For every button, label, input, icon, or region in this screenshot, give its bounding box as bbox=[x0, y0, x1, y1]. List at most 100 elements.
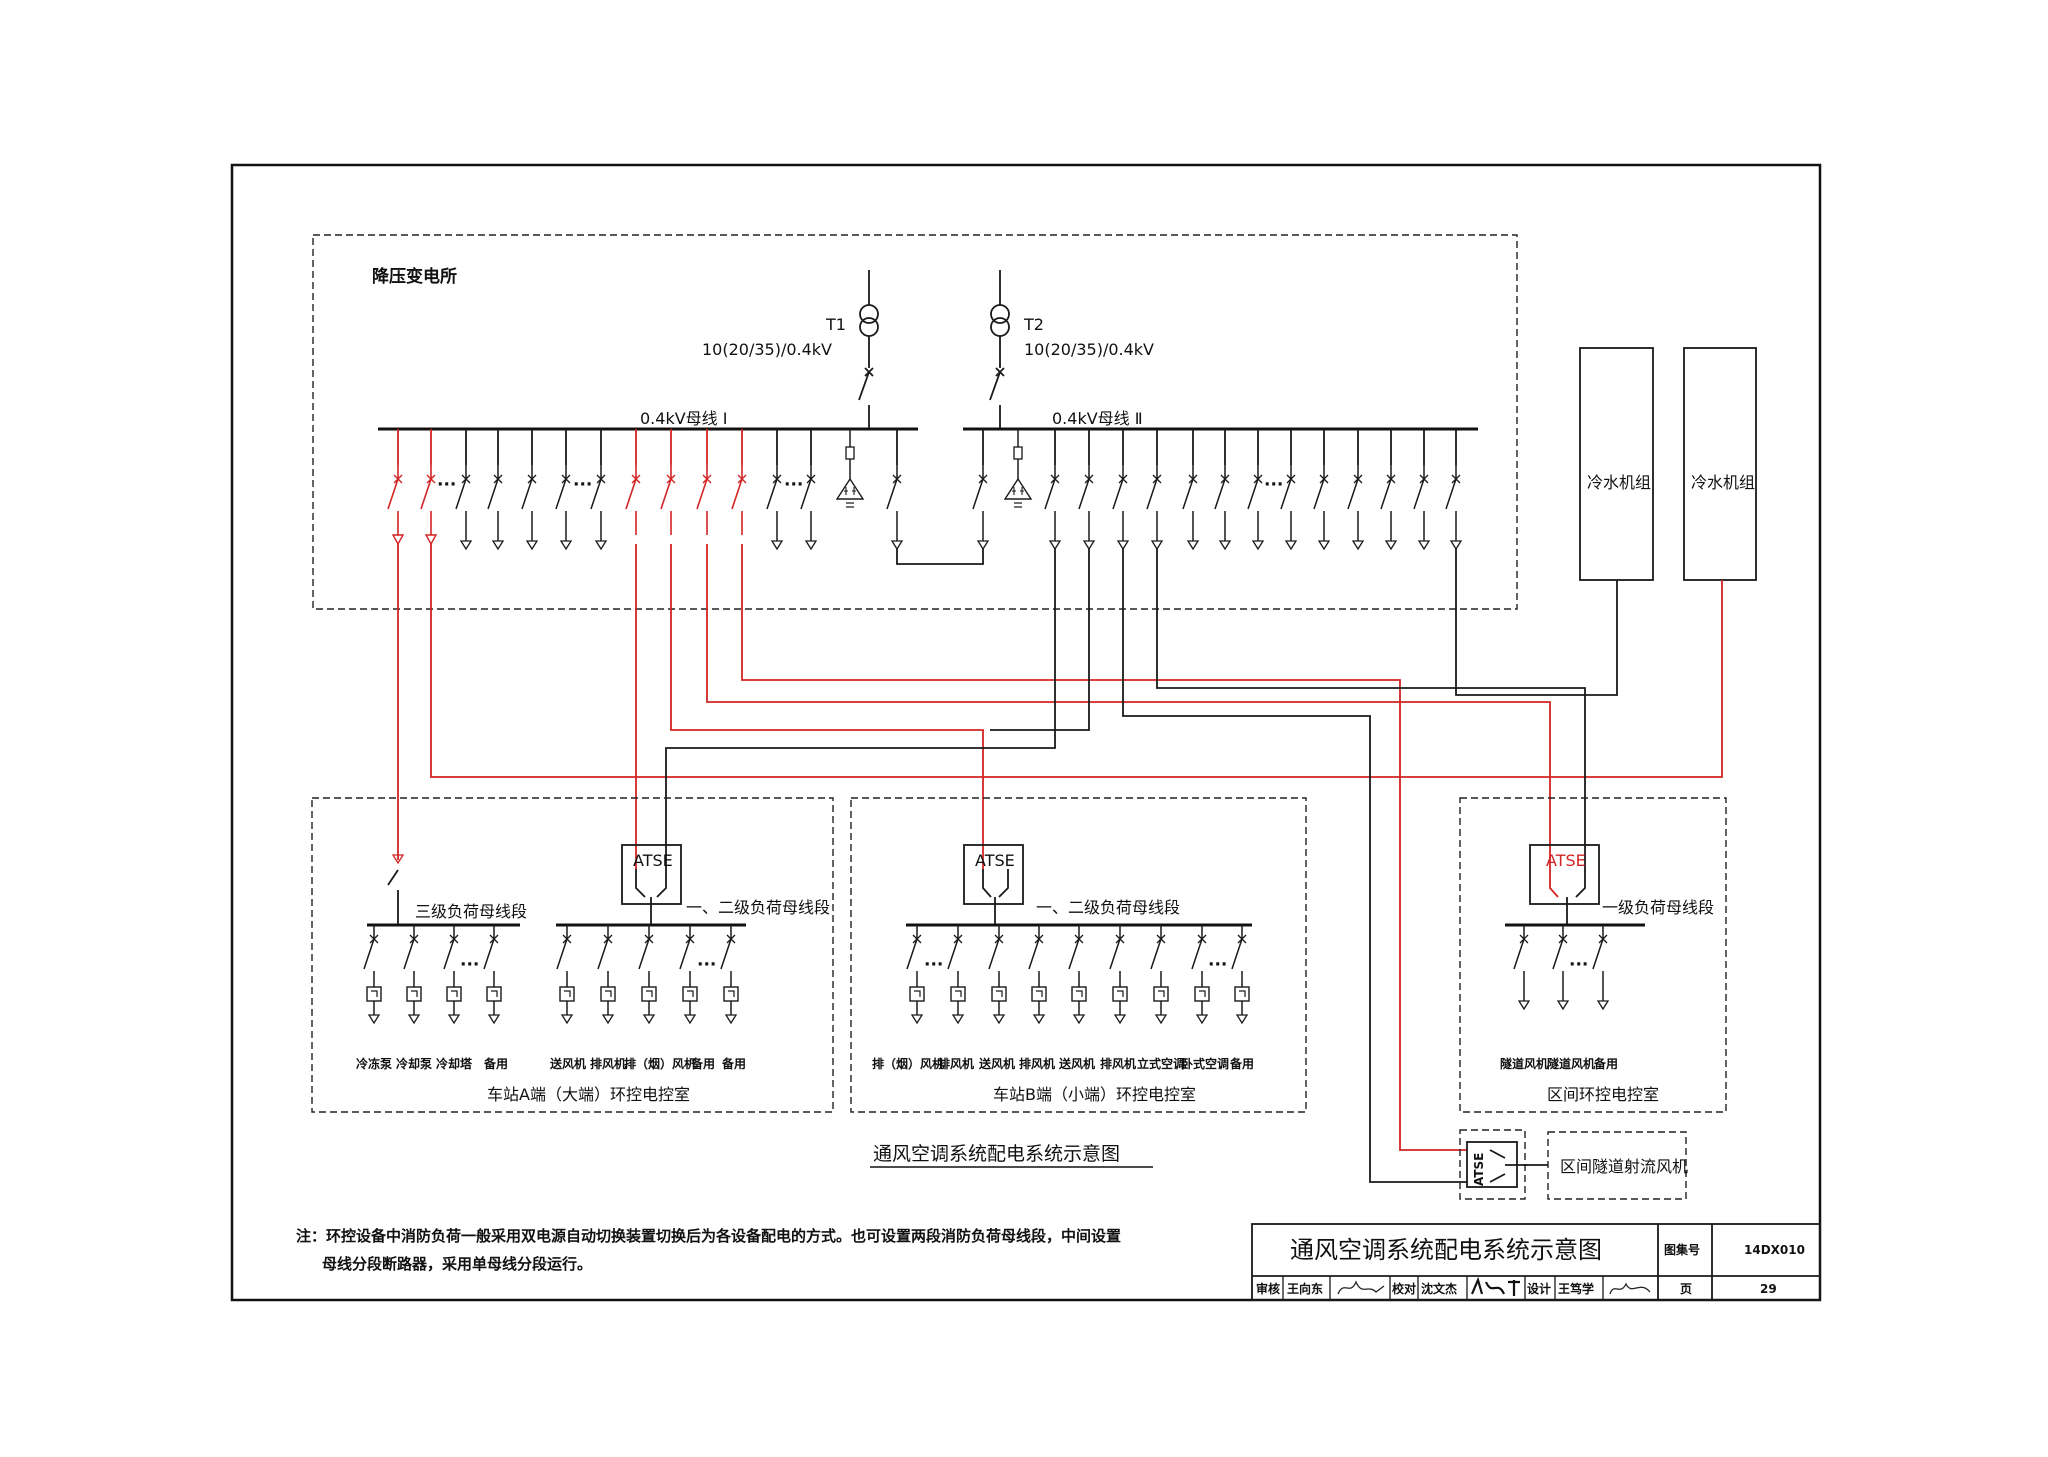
design-label: 设计 bbox=[1527, 1281, 1551, 1296]
ellipsis: ··· bbox=[437, 475, 456, 495]
feed-c-atse bbox=[706, 544, 1551, 869]
feed-b-atse bbox=[670, 544, 984, 869]
jetfan-atse-label: ATSE bbox=[1472, 1153, 1486, 1186]
t2-name: T2 bbox=[1023, 315, 1044, 334]
chiller-unit-2 bbox=[1683, 347, 1757, 581]
room-a-title: 车站A端（大端）环控电控室 bbox=[487, 1085, 690, 1104]
room-b-level12-label: 一、二级负荷母线段 bbox=[1036, 898, 1180, 917]
room-c-atse-label: ATSE bbox=[1546, 851, 1586, 870]
room-a-level12-label: 一、二级负荷母线段 bbox=[686, 898, 830, 917]
room-b-load: 排风机 bbox=[1100, 1056, 1136, 1071]
reviewer-name: 王向东 bbox=[1287, 1281, 1323, 1296]
feed-red-2 bbox=[430, 544, 1723, 778]
title-block: 通风空调系统配电系统示意图 图集号 14DX010 审核 王向东 校对 沈文杰 … bbox=[1251, 1223, 1821, 1301]
room-c: 区间环控电控室 ATSE 一级负荷母线段 ··· 隧道风机 隧道风机 备用 bbox=[1459, 797, 1727, 1113]
substation-boundary bbox=[312, 234, 1518, 610]
ellipsis: ··· bbox=[1208, 955, 1227, 975]
substation-title: 降压变电所 bbox=[372, 266, 457, 287]
feeders-bus-1: ··· ··· ··· bbox=[387, 428, 903, 550]
room-b-load: 送风机 bbox=[1058, 1056, 1095, 1071]
room-b: 车站B端（小端）环控电控室 ATSE 一、二级负荷母线段 ··· ··· 排（烟… bbox=[850, 797, 1307, 1113]
bus-coupler bbox=[896, 549, 984, 565]
title-block-title: 通风空调系统配电系统示意图 bbox=[1290, 1236, 1602, 1264]
t1-name: T1 bbox=[825, 315, 846, 334]
room-a-load: 备用 bbox=[483, 1056, 508, 1071]
room-a-load: 备用 bbox=[690, 1056, 715, 1071]
room-b-boundary bbox=[850, 797, 1307, 1113]
room-a-load: 冷却泵 bbox=[396, 1056, 432, 1071]
feed-jetfan bbox=[741, 544, 1467, 1151]
interconnect-red bbox=[397, 544, 1723, 1151]
room-a-atse-label: ATSE bbox=[633, 851, 673, 870]
room-a-atse: ATSE bbox=[621, 844, 682, 925]
jetfan-group: ATSE 区间隧道射流风机 bbox=[1459, 1129, 1688, 1200]
room-c-load: 备用 bbox=[1593, 1056, 1618, 1071]
chiller-unit-1 bbox=[1579, 347, 1654, 581]
room-b-load: 备用 bbox=[1229, 1056, 1254, 1071]
room-b-title: 车站B端（小端）环控电控室 bbox=[993, 1085, 1196, 1104]
room-a-load: 冷冻泵 bbox=[356, 1056, 392, 1071]
note-line-2: 母线分段断路器，采用单母线分段运行。 bbox=[322, 1255, 592, 1273]
reviewer-signature bbox=[1337, 1280, 1385, 1295]
interconnect-black bbox=[665, 549, 1618, 1183]
diagram-caption: 通风空调系统配电系统示意图 bbox=[873, 1143, 1120, 1165]
sheet-border bbox=[230, 163, 1822, 1302]
room-a: 车站A端（大端）环控电控室 三级负荷母线段 ··· ATSE 一、二级负荷母线段… bbox=[311, 797, 834, 1113]
ellipsis: ··· bbox=[697, 955, 716, 975]
room-c-atse: ATSE bbox=[1529, 844, 1600, 925]
room-b-load: 立式空调 bbox=[1137, 1056, 1185, 1071]
room-b-load: 卧式空调 bbox=[1181, 1056, 1229, 1071]
designer-name: 王笃学 bbox=[1558, 1281, 1594, 1296]
ellipsis: ··· bbox=[1569, 955, 1588, 975]
ellipsis: ··· bbox=[573, 475, 592, 495]
room-a-boundary bbox=[311, 797, 834, 1113]
room-b-load: 排风机 bbox=[1019, 1056, 1055, 1071]
page-label: 页 bbox=[1680, 1282, 1692, 1296]
substation: 降压变电所 T1 10(20/35)/0.4kV T2 10(20/35)/0.… bbox=[312, 234, 1518, 610]
feed-a-atse-b bbox=[665, 549, 1056, 869]
chiller-unit-1-label: 冷水机组 bbox=[1587, 473, 1651, 492]
room-a-load: 排风机 bbox=[590, 1056, 626, 1071]
room-b-atse: ATSE bbox=[963, 844, 1024, 925]
room-b-atse-label: ATSE bbox=[975, 851, 1015, 870]
room-c-load: 隧道风机 bbox=[1500, 1056, 1548, 1071]
jetfan-box bbox=[1547, 1131, 1687, 1200]
bus-2-label: 0.4kV母线 Ⅱ bbox=[1052, 409, 1143, 428]
room-c-level1-label: 一级负荷母线段 bbox=[1602, 898, 1714, 917]
jetfan-atse: ATSE bbox=[1466, 1141, 1527, 1188]
room-a-load: 送风机 bbox=[549, 1056, 586, 1071]
atlas-label: 图集号 bbox=[1664, 1242, 1700, 1257]
feed-jetfan-b bbox=[1122, 549, 1467, 1183]
room-b-load: 排（烟）风机 bbox=[872, 1056, 944, 1071]
room-c-load: 隧道风机 bbox=[1547, 1056, 1595, 1071]
transformer-t1: T1 10(20/35)/0.4kV bbox=[702, 270, 879, 429]
ellipsis: ··· bbox=[924, 955, 943, 975]
review-label: 审核 bbox=[1256, 1281, 1280, 1296]
room-c-boundary bbox=[1459, 797, 1727, 1113]
ellipsis: ··· bbox=[784, 475, 803, 495]
note-line-1: 注：环控设备中消防负荷一般采用双电源自动切换装置切换后为各设备配电的方式。也可设… bbox=[296, 1227, 1121, 1245]
room-a-level3-label: 三级负荷母线段 bbox=[415, 902, 527, 921]
room-a-load: 备用 bbox=[721, 1056, 746, 1071]
page-number: 29 bbox=[1760, 1282, 1777, 1296]
feeders-bus-2: ··· bbox=[972, 428, 1462, 550]
designer-signature bbox=[1609, 1282, 1651, 1295]
ellipsis: ··· bbox=[460, 955, 479, 975]
t2-rating: 10(20/35)/0.4kV bbox=[1024, 340, 1154, 359]
checker-name: 沈文杰 bbox=[1421, 1281, 1457, 1296]
t1-rating: 10(20/35)/0.4kV bbox=[702, 340, 832, 359]
feed-c-atse-b bbox=[1156, 549, 1586, 869]
check-label: 校对 bbox=[1392, 1281, 1416, 1296]
ellipsis: ··· bbox=[1264, 475, 1283, 495]
feed-chiller-1 bbox=[1455, 549, 1618, 696]
checker-signature bbox=[1470, 1276, 1520, 1296]
feed-b-atse-b bbox=[990, 549, 1090, 731]
room-a-load: 排（烟）风机 bbox=[624, 1056, 696, 1071]
room-a-load: 冷却塔 bbox=[436, 1056, 473, 1071]
room-c-title: 区间环控电控室 bbox=[1547, 1085, 1659, 1104]
room-b-load: 送风机 bbox=[978, 1056, 1015, 1071]
transformer-t2: T2 10(20/35)/0.4kV bbox=[989, 270, 1154, 429]
room-b-load: 排风机 bbox=[938, 1056, 974, 1071]
chiller-unit-2-label: 冷水机组 bbox=[1691, 473, 1755, 492]
